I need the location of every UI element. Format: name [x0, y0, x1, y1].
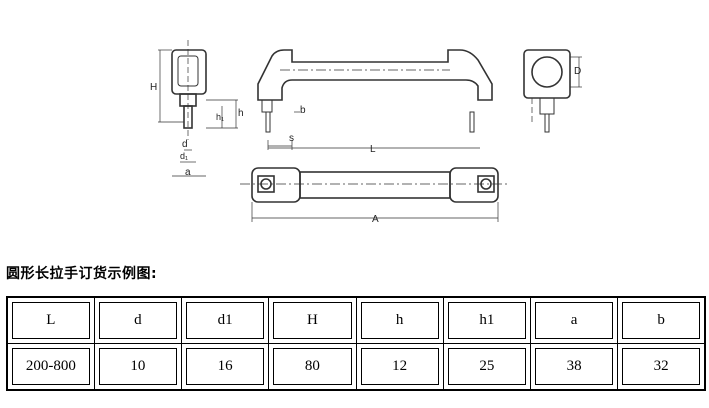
value-cell-text: 10	[98, 348, 177, 385]
dim-label-a: a	[185, 167, 191, 178]
header-cell-text: h	[360, 302, 439, 339]
value-cell-text: 32	[622, 348, 700, 385]
header-cell-text: H	[273, 302, 352, 339]
header-cell: H	[268, 296, 357, 344]
table-row: 200-800 10 16 80 12 25 38 32	[6, 343, 706, 391]
value-cell: 32	[617, 343, 706, 391]
value-cell: 200-800	[6, 343, 95, 391]
spec-table: L d d1 H h h1 a b 200-800 10 16 80 12 25…	[6, 296, 706, 391]
value-cell-text: 38	[535, 348, 614, 385]
header-cell-text: L	[12, 302, 90, 339]
value-cell-text: 12	[360, 348, 439, 385]
header-cell-text: d1	[186, 302, 265, 339]
front-view	[257, 49, 493, 150]
dim-label-b: b	[300, 105, 306, 116]
value-cell: 12	[355, 343, 444, 391]
value-cell-text: 16	[186, 348, 265, 385]
dim-label-h: h	[238, 108, 244, 119]
side-view	[158, 40, 238, 177]
header-cell: h	[355, 296, 444, 344]
order-example-caption: 圆形长拉手订货示例图:	[6, 266, 158, 282]
value-cell: 25	[442, 343, 532, 391]
value-cell-text: 25	[447, 348, 526, 385]
value-cell: 80	[268, 343, 357, 391]
value-cell: 16	[180, 343, 270, 391]
top-view	[240, 167, 510, 222]
dim-label-h1: h₁	[216, 112, 224, 122]
dim-label-s: s	[289, 133, 294, 144]
header-cell-text: a	[535, 302, 614, 339]
header-cell-text: h1	[447, 302, 526, 339]
header-cell: h1	[442, 296, 532, 344]
header-cell-text: d	[98, 302, 177, 339]
dim-label-D: D	[574, 66, 581, 77]
dim-label-A: A	[372, 214, 379, 225]
end-view	[523, 49, 582, 133]
dim-label-d1: d₁	[180, 151, 188, 161]
dim-label-L: L	[370, 144, 376, 155]
value-cell-text: 200-800	[12, 348, 90, 385]
header-cell-text: b	[622, 302, 700, 339]
header-cell: d	[93, 296, 183, 344]
dim-label-H: H	[150, 82, 157, 93]
value-cell: 38	[529, 343, 619, 391]
technical-drawing: H h h₁ d d₁ a b s L A D	[150, 40, 582, 225]
header-cell: d1	[180, 296, 270, 344]
value-cell-text: 80	[273, 348, 352, 385]
header-cell: a	[529, 296, 619, 344]
dim-label-d: d	[182, 139, 188, 150]
value-cell: 10	[93, 343, 183, 391]
table-header-row: L d d1 H h h1 a b	[6, 296, 706, 344]
header-cell: b	[617, 296, 706, 344]
header-cell: L	[6, 296, 95, 344]
